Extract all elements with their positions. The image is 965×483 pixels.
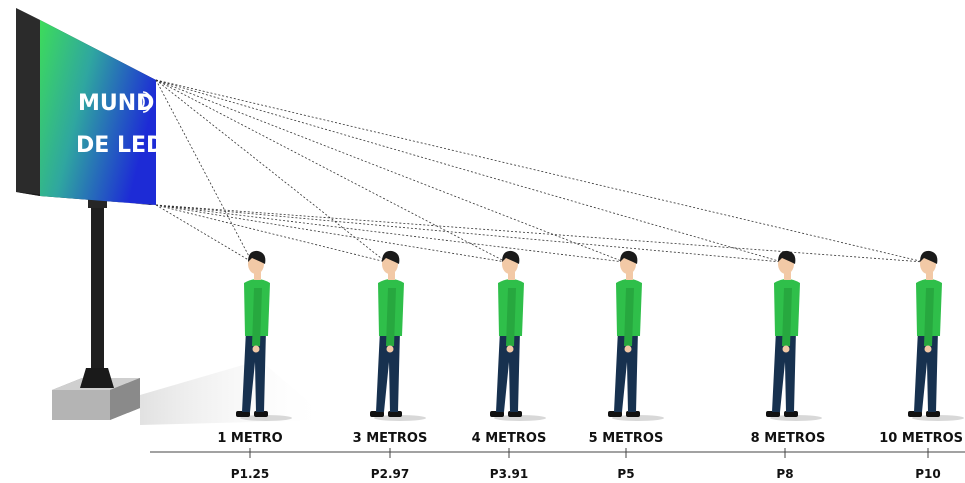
hand [782,345,790,353]
arm [924,288,934,346]
sight-line-bottom-6 [155,204,925,263]
shoe [490,411,504,417]
person-1 [236,250,292,421]
person-2 [370,250,426,421]
billboard-shadow [140,360,330,425]
hand [924,345,932,353]
logo-line2: DE LED [76,133,164,158]
pants [376,330,400,412]
person-shadow [912,415,964,421]
distance-label-2: 3 METROS [353,431,428,446]
logo-signal-icon [138,91,152,113]
person-shadow [770,415,822,421]
arm [506,288,516,346]
arm [782,288,792,346]
shoe [784,411,798,417]
person-4 [608,250,664,421]
hand [252,345,260,353]
pants [614,330,638,412]
person-shadow [612,415,664,421]
hair [248,250,266,264]
neck [926,272,933,280]
shoe [908,411,922,417]
person-3 [490,250,546,421]
shoe [626,411,640,417]
arm [386,288,396,346]
neck [784,272,791,280]
pitch-labels: P1.25 P2.97 P3.91 P5 P8 P10 [231,467,941,481]
logo-line1: MUND [78,91,154,116]
pitch-label-3: P3.91 [490,467,528,481]
pitch-label-2: P2.97 [371,467,409,481]
person-6 [908,250,964,421]
distance-label-5: 8 METROS [751,431,826,446]
axis-ticks [249,448,929,458]
pants [496,330,520,412]
hair [778,250,796,264]
pitch-label-6: P10 [915,467,941,481]
billboard-base [52,378,140,420]
distance-labels: 1 METRO 3 METROS 4 METROS 5 METROS 8 MET… [217,431,963,446]
distance-label-4: 5 METROS [589,431,664,446]
sight-line-top-3 [155,79,507,263]
shoe [236,411,250,417]
neck [388,272,395,280]
neck [254,272,261,280]
hair [502,250,520,264]
arm [624,288,634,346]
person-shadow [494,415,546,421]
shoe [926,411,940,417]
pants [772,330,796,412]
sight-lines [155,79,925,263]
hand [624,345,632,353]
hand [386,345,394,353]
pitch-label-1: P1.25 [231,467,269,481]
sight-line-top-5 [155,79,783,263]
billboard: MUND DE LED [16,8,164,205]
shoe [766,411,780,417]
sight-line-bottom-1 [155,204,253,263]
billboard-pole [80,196,114,388]
distance-label-1: 1 METRO [217,431,282,446]
arm [252,288,262,346]
shoe [508,411,522,417]
shoe [370,411,384,417]
sight-line-bottom-5 [155,204,783,263]
pitch-label-4: P5 [617,467,634,481]
shoe [608,411,622,417]
neck [508,272,515,280]
person-5 [766,250,822,421]
sight-line-bottom-3 [155,204,507,263]
hair [382,250,400,264]
distance-label-3: 4 METROS [472,431,547,446]
sight-line-bottom-4 [155,204,625,263]
hand [506,345,514,353]
pitch-label-5: P8 [776,467,793,481]
sight-line-bottom-2 [155,204,387,263]
shoe [388,411,402,417]
hair [620,250,638,264]
sight-line-top-6 [155,79,925,263]
neck [626,272,633,280]
distance-label-6: 10 METROS [879,431,963,446]
person-shadow [240,415,292,421]
shoe [254,411,268,417]
pants [242,330,266,412]
pants [914,330,938,412]
billboard-frame-side [16,8,40,196]
sight-line-top-1 [155,79,253,263]
billboard-screen [40,20,156,205]
sight-line-top-4 [155,79,625,263]
hair [920,250,938,264]
viewers [236,250,964,421]
sight-line-top-2 [155,79,387,263]
person-shadow [374,415,426,421]
